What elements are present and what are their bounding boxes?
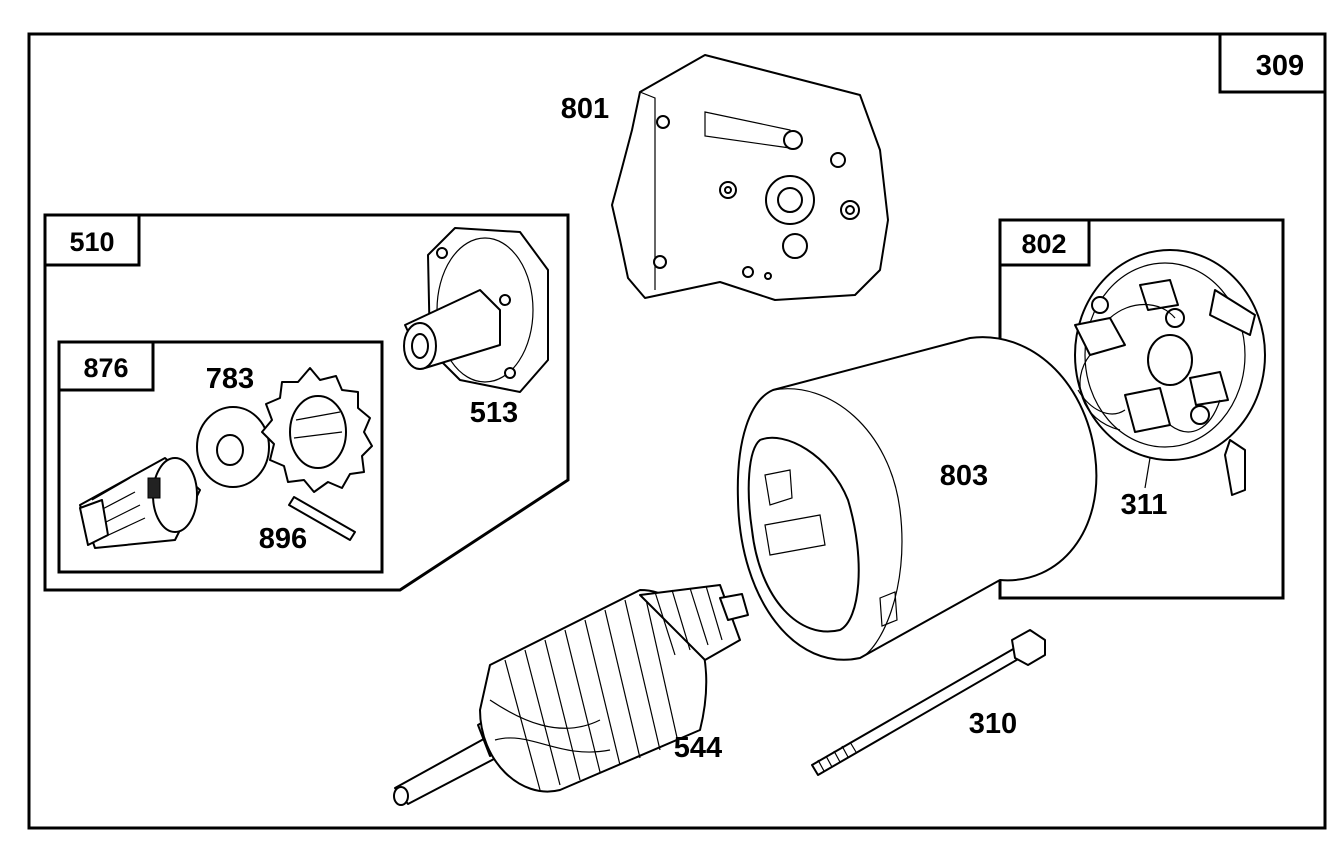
part-label-896: 896 (259, 523, 307, 555)
part-label-544: 544 (674, 732, 722, 764)
housing[interactable] (736, 336, 1098, 661)
clutch-kit-box (57, 340, 384, 574)
mounting-bracket[interactable] (611, 54, 889, 301)
drive-assembly-box (43, 213, 570, 592)
part-label-513: 513 (470, 397, 518, 429)
through-bolt[interactable] (811, 629, 1046, 776)
pin[interactable] (288, 496, 356, 541)
brush-assembly[interactable] (1074, 279, 1229, 433)
part-label-310: 310 (969, 708, 1017, 740)
brush-end-cap-label: 802 (1021, 229, 1066, 259)
gear[interactable] (261, 367, 373, 493)
page-number-box: 309 (1218, 32, 1327, 94)
part-label-801: 801 (561, 93, 609, 125)
part-label-783: 783 (206, 363, 254, 395)
drive-end-cap[interactable] (403, 227, 549, 393)
part-label-803: 803 (940, 460, 988, 492)
page-number: 309 (1256, 50, 1304, 82)
part-label-311: 311 (1121, 489, 1168, 521)
outer-frame (27, 32, 1327, 830)
brush-assembly-leader (1144, 457, 1151, 489)
armature[interactable] (393, 584, 749, 806)
clutch[interactable] (79, 457, 201, 549)
washer[interactable] (196, 406, 270, 488)
drive-assembly-label: 510 (69, 227, 114, 257)
clutch-kit-label: 876 (83, 353, 128, 383)
